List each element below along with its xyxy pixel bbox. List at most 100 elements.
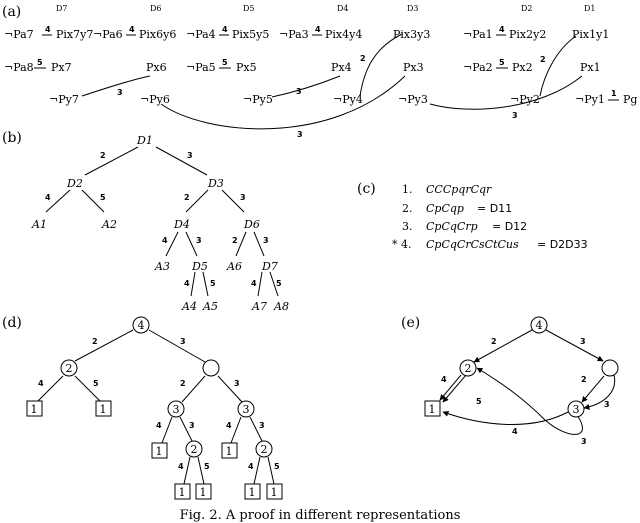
dag-edge: [217, 375, 243, 403]
graph-edge: [442, 410, 569, 425]
literal: Px3: [403, 61, 424, 74]
weight-label: 4: [315, 25, 321, 34]
tree-node-label: A2: [101, 218, 117, 231]
edge-label: 4: [248, 462, 254, 471]
literal: Pix1y1: [572, 28, 609, 41]
weight-label: 3: [296, 87, 302, 96]
dag-node-value: 2: [191, 443, 198, 456]
edge-label: 3: [259, 421, 265, 430]
graph-node: [530, 316, 548, 334]
edge-label: 3: [187, 151, 193, 160]
d-header: D2: [521, 4, 533, 13]
edge-label: 5: [93, 379, 99, 388]
graph-leaf-box: [424, 400, 441, 417]
graph-node: [601, 359, 619, 377]
formula-list: 1. CCCpqrCqr 2. CpCqp = D11 3. CpCqCrp =…: [392, 183, 588, 251]
dag-edge: [37, 375, 64, 402]
tree-node-label: D4: [173, 218, 190, 231]
tree-node-label: A3: [154, 260, 170, 273]
literal: Px6: [146, 61, 167, 74]
tree-node-label: D7: [261, 260, 278, 273]
literal: Pix5y5: [232, 28, 269, 41]
literal: ¬Py1: [575, 93, 605, 106]
literal: Px1: [580, 61, 601, 74]
dag-edge: [179, 416, 193, 442]
formula: CpCqCrp: [426, 220, 478, 233]
edge-label: 5: [100, 193, 106, 202]
dag-node-value: 3: [173, 403, 180, 416]
tree-node-label: A6: [226, 260, 242, 273]
edge-label: 4: [512, 427, 518, 436]
tree-edge: [257, 271, 263, 297]
tree-node-label: D2: [66, 177, 83, 190]
literal: ¬Pa5: [186, 61, 216, 74]
literal: Px2: [512, 61, 533, 74]
dag-node: [202, 359, 220, 377]
panel-e-label: (e): [401, 315, 420, 331]
edge-label: 3: [580, 337, 586, 346]
leaf-box: [151, 442, 168, 459]
edge-label: 3: [189, 421, 195, 430]
leaf-value: 1: [31, 403, 38, 416]
dag-edge: [161, 416, 173, 444]
tree-node-label: A1: [31, 218, 47, 231]
dag-node-value: 2: [261, 443, 268, 456]
formula-number: 3.: [402, 220, 413, 233]
dag-edge: [74, 329, 134, 362]
tree-edge: [185, 189, 209, 213]
panel-d-label: (d): [2, 315, 22, 331]
tree-edge: [253, 231, 265, 257]
leaf-box: [195, 483, 212, 500]
leaf-value: 1: [271, 486, 278, 499]
graph-edge: [442, 374, 467, 403]
formula-tag: = D2D33: [537, 238, 588, 251]
graph-edge: [473, 329, 533, 363]
tree-node-label: A5: [202, 300, 218, 313]
literal: ¬Pa2: [463, 61, 493, 74]
panel-b-label: (b): [2, 130, 22, 146]
dag-node: [167, 400, 185, 418]
weight-label: 3: [512, 111, 518, 120]
d-header: D6: [150, 4, 162, 13]
dag-node-value: 2: [66, 362, 73, 375]
edge-label: 2: [92, 337, 98, 346]
leaf-box: [26, 400, 43, 417]
d-header: D4: [337, 4, 349, 13]
literal: Pix6y6: [139, 28, 176, 41]
edge-label: 2: [232, 236, 238, 245]
edge-label: 2: [184, 193, 190, 202]
dag-edge: [181, 375, 206, 403]
edge-label: 2: [491, 337, 497, 346]
tree-edge: [84, 146, 139, 176]
dag-edge: [267, 456, 275, 485]
literal: ¬Py6: [140, 93, 170, 106]
weight-label: 5: [37, 58, 43, 67]
graph-node: [459, 359, 477, 377]
edge-label: 3: [263, 236, 269, 245]
literal: Pix2y2: [509, 28, 546, 41]
tree-node-label: A8: [273, 300, 289, 313]
literal: Pg: [623, 93, 637, 106]
leaf-box: [221, 442, 238, 459]
dag-node-value: 3: [243, 403, 250, 416]
tree-node-label: D1: [136, 134, 153, 147]
tree-node-label: D6: [243, 218, 260, 231]
panel-a-label: (a): [2, 4, 21, 20]
edge-label: 5: [204, 462, 210, 471]
weight-label: 2: [360, 54, 366, 63]
formula-tag: = D12: [492, 220, 527, 233]
edge-label: 4: [226, 421, 232, 430]
literal: Pix3y3: [393, 28, 430, 41]
edge-label: 4: [178, 462, 184, 471]
formula-number: * 4.: [392, 238, 412, 251]
edge-label: 3: [604, 400, 610, 409]
edge-label: 4: [251, 279, 257, 288]
leaf-box: [174, 483, 191, 500]
literal: Px7: [51, 61, 72, 74]
curve-connector: [271, 75, 341, 98]
weight-label: 1: [611, 89, 617, 98]
edge-label: 3: [581, 437, 587, 446]
weight-label: 3: [297, 130, 303, 139]
edge-label: 4: [184, 279, 190, 288]
